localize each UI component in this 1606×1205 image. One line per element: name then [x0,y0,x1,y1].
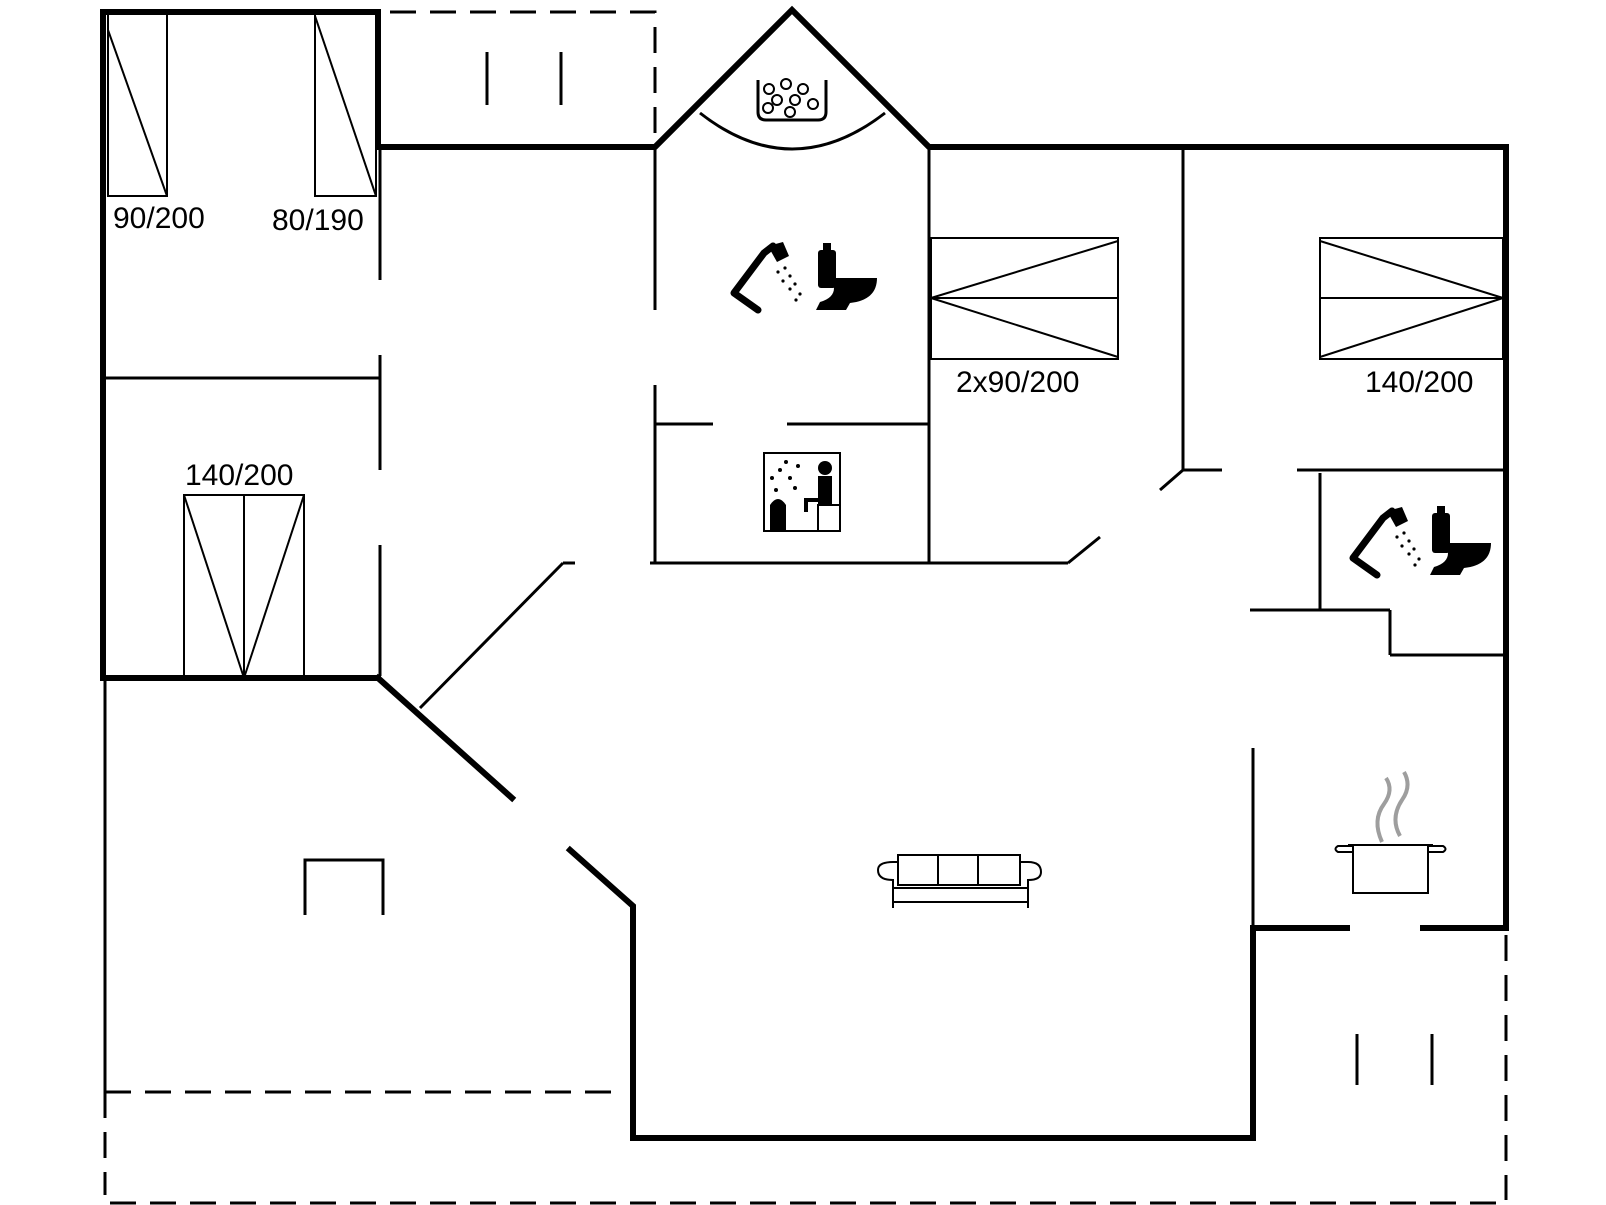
bed-label-140-200-right: 140/200 [1365,366,1473,399]
bed-icon [314,13,377,197]
bed-label-2x90-200: 2x90/200 [956,366,1079,399]
bed-icon [107,13,168,197]
bed-label-80-190: 80/190 [272,204,364,237]
bed-label-90-200: 90/200 [113,202,205,235]
toilet-icon [816,243,877,310]
fireplace-outline [303,858,385,915]
cooking-pot-icon [1334,771,1447,894]
sofa-icon [876,854,1043,908]
stairs-icon [485,52,563,105]
shower-icon [1349,507,1421,579]
stairs-icon [1355,1034,1434,1085]
bed-label-140-200-left: 140/200 [185,459,293,492]
bed-icon [183,494,305,679]
terrace-outlines [103,10,1508,1205]
bed-icon [930,237,1119,360]
shower-icon [730,242,802,314]
whirlpool-icon [699,78,886,151]
sauna-icon [763,452,841,532]
interior-walls [103,150,1503,1092]
exterior-walls [100,5,1509,1141]
toilet-icon [1430,506,1491,575]
bed-icon [1319,237,1504,360]
